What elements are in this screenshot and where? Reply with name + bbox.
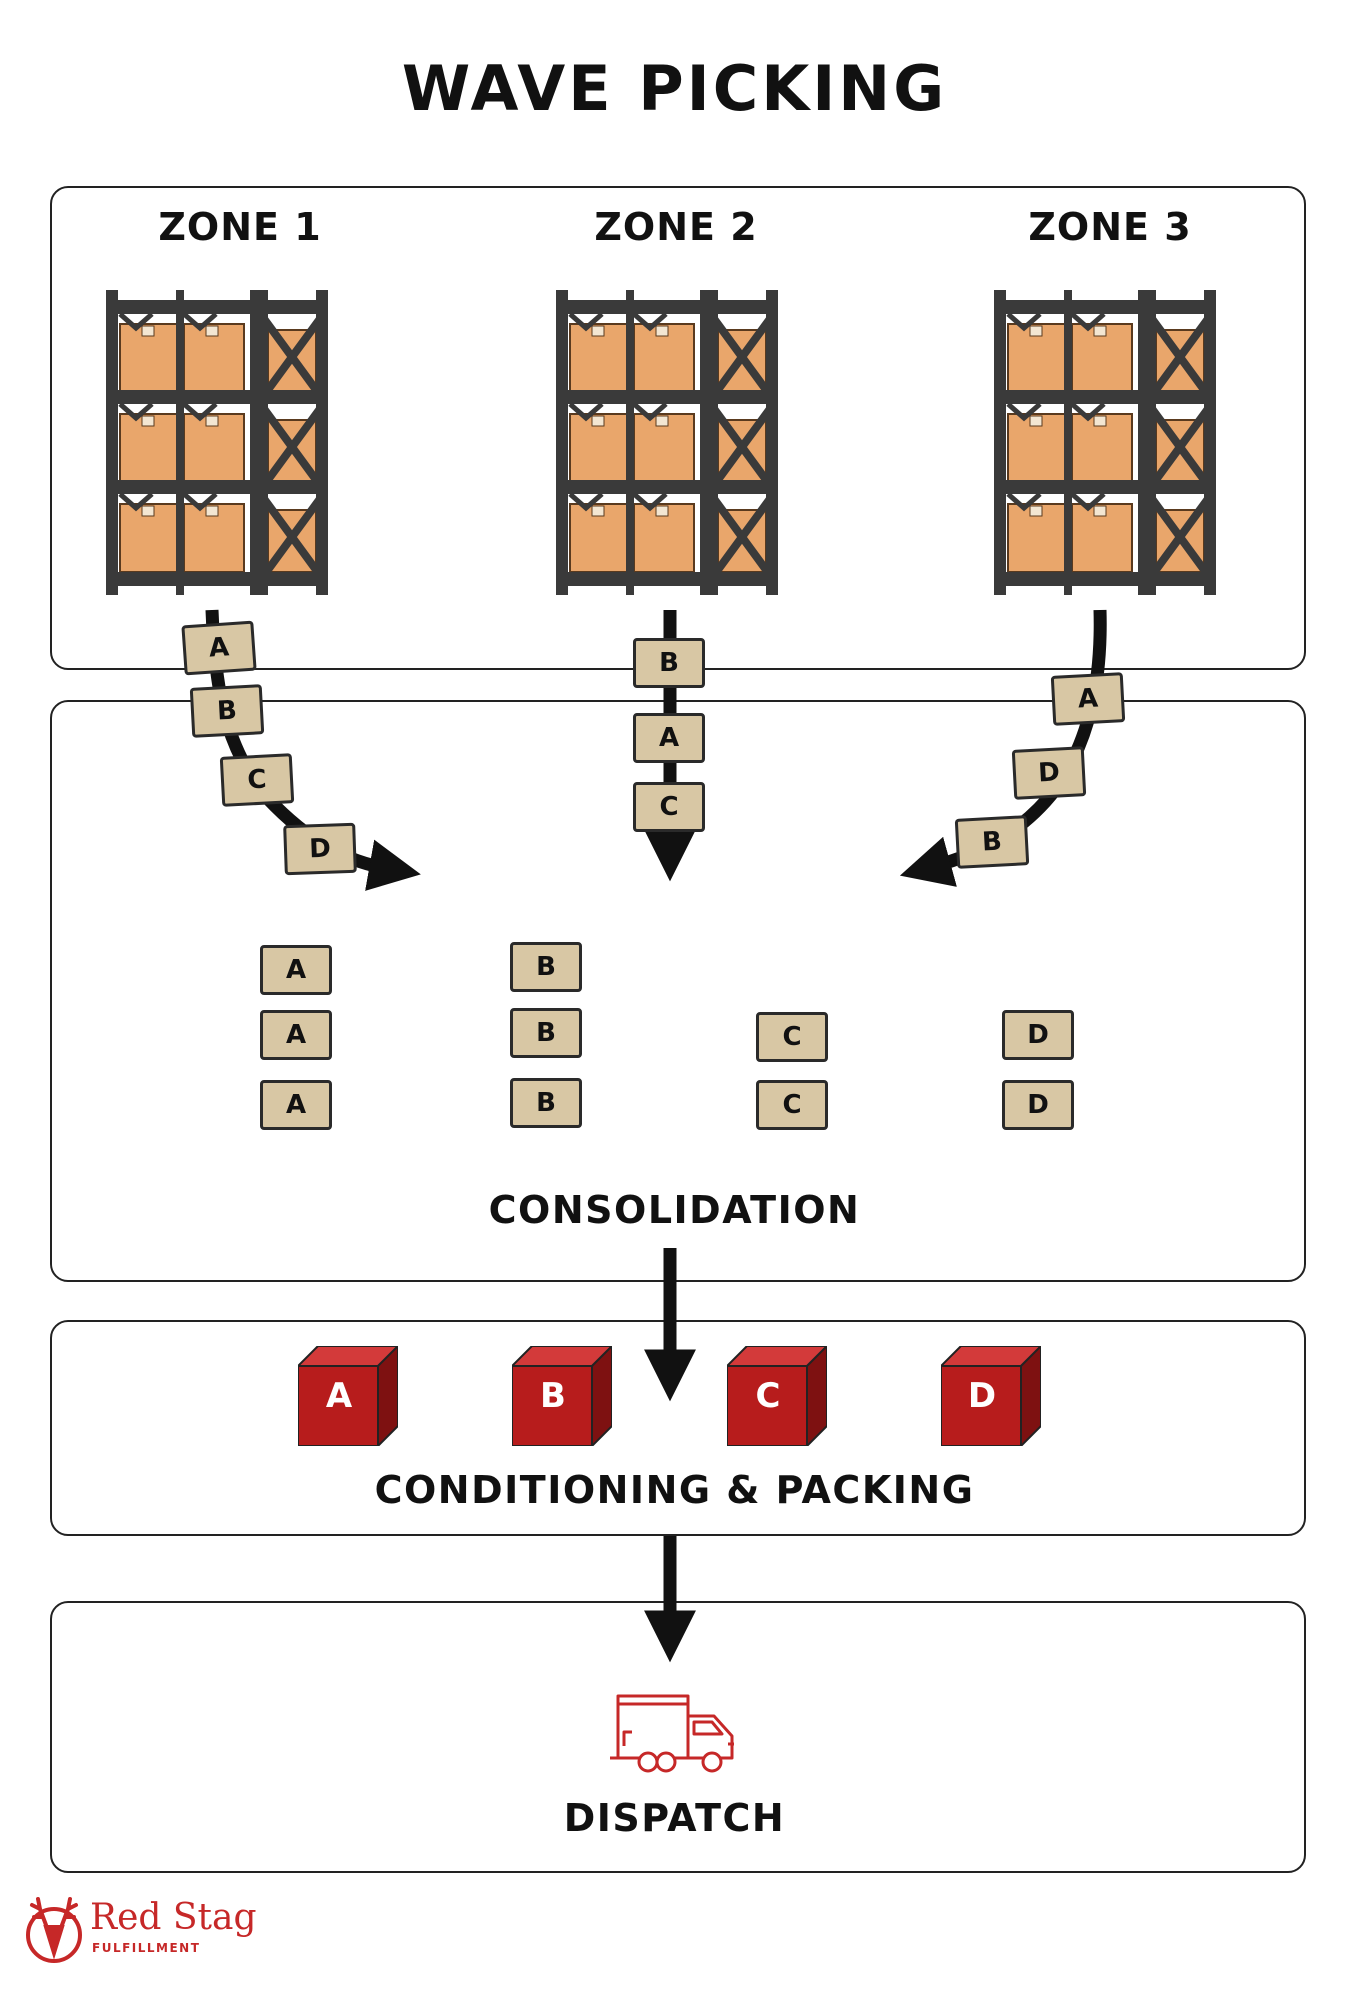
zone-3-tote-2: D — [1011, 746, 1087, 800]
zone-1-tote-3: C — [219, 753, 295, 807]
zone-1-label: ZONE 1 — [158, 205, 322, 249]
package-a-label: A — [325, 1376, 353, 1416]
consolidation-d-2: D — [1002, 1080, 1074, 1130]
zone-2-tote-3: C — [633, 782, 705, 832]
dispatch-label: DISPATCH — [563, 1796, 786, 1840]
consolidation-d-1: D — [1002, 1010, 1074, 1060]
package-c: C — [727, 1346, 827, 1446]
truck-icon — [610, 1694, 734, 1773]
package-c-label: C — [755, 1376, 781, 1416]
package-d-label: D — [967, 1376, 997, 1416]
package-a: A — [298, 1346, 398, 1446]
zone-1-tote-4: D — [283, 822, 357, 876]
logo-subtitle: FULFILLMENT — [92, 1941, 201, 1955]
consolidation-panel — [50, 700, 1306, 1282]
consolidation-b-3: B — [510, 1078, 582, 1128]
zone-2-label: ZONE 2 — [594, 205, 758, 249]
consolidation-label: CONSOLIDATION — [488, 1188, 861, 1232]
zone-1-tote-1: A — [181, 620, 257, 676]
package-d: D — [941, 1346, 1041, 1446]
zone-2-rack — [556, 290, 778, 595]
consolidation-b-2: B — [510, 1008, 582, 1058]
packing-label: CONDITIONING & PACKING — [374, 1468, 975, 1512]
package-icon — [512, 1346, 612, 1446]
logo-name: Red Stag — [90, 1897, 257, 1938]
zone-3-label: ZONE 3 — [1028, 205, 1192, 249]
page-title: WAVE PICKING — [401, 52, 948, 125]
package-b: B — [512, 1346, 612, 1446]
zone-1-rack — [106, 290, 328, 595]
stag-head-icon — [26, 1897, 82, 1963]
package-icon — [727, 1346, 827, 1446]
package-b-label: B — [540, 1376, 566, 1416]
consolidation-a-3: A — [260, 1080, 332, 1130]
red-stag-logo: Red Stag FULFILLMENT — [22, 1895, 262, 1975]
consolidation-c-1: C — [756, 1012, 828, 1062]
consolidation-b-1: B — [510, 942, 582, 992]
package-icon — [941, 1346, 1041, 1446]
zone-3-tote-3: B — [954, 815, 1030, 869]
zone-1-tote-2: B — [189, 684, 265, 738]
packing-panel — [50, 1320, 1306, 1536]
zone-2-tote-2: A — [633, 713, 705, 763]
zone-3-rack — [994, 290, 1216, 595]
consolidation-a-1: A — [260, 945, 332, 995]
zone-2-tote-1: B — [633, 638, 705, 688]
dispatch-panel — [50, 1601, 1306, 1873]
consolidation-a-2: A — [260, 1010, 332, 1060]
package-icon — [298, 1346, 398, 1446]
consolidation-c-2: C — [756, 1080, 828, 1130]
zone-3-tote-1: A — [1050, 672, 1126, 726]
